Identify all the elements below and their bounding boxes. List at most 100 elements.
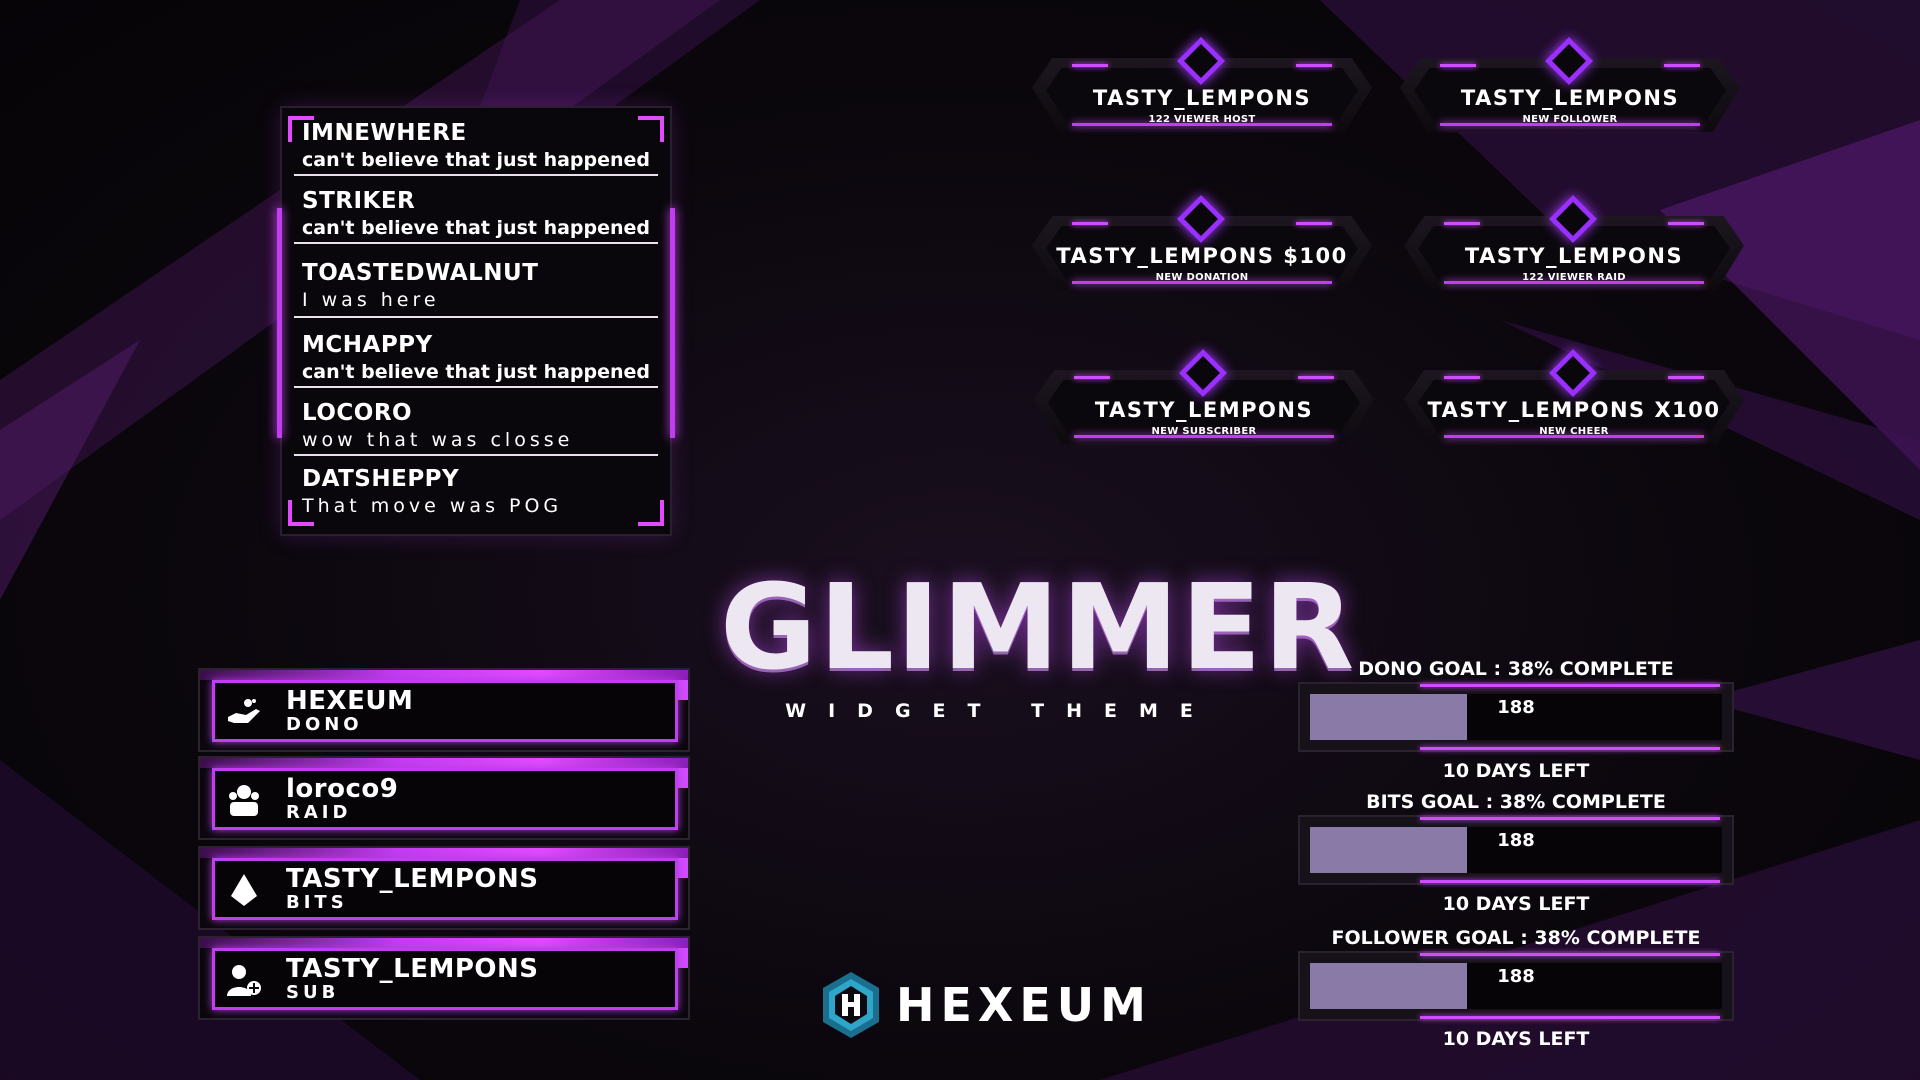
alert-subtitle: 122 VIEWER RAID bbox=[1522, 272, 1626, 283]
event-stripe bbox=[200, 758, 688, 768]
goal-track bbox=[1310, 963, 1722, 1009]
event-row-dono: HEXEUM DONO bbox=[200, 670, 688, 750]
event-name: TASTY_LEMPONS bbox=[286, 864, 539, 894]
event-stripe bbox=[200, 670, 688, 680]
alert-subscriber: TASTY_LEMPONS NEW SUBSCRIBER bbox=[1034, 348, 1374, 444]
event-type: SUB bbox=[286, 982, 340, 1003]
alert-glow bbox=[1444, 376, 1480, 379]
chat-text: That move was POG bbox=[302, 495, 563, 517]
alert-glow bbox=[1444, 222, 1480, 225]
alert-glow bbox=[1074, 435, 1334, 438]
goal-label-follower: FOLLOWER GOAL : 38% COMPLETE bbox=[1331, 927, 1701, 949]
goal-bar-dono: 188 bbox=[1300, 684, 1732, 750]
goal-glow bbox=[1420, 747, 1720, 750]
alert-glow bbox=[1072, 64, 1108, 67]
goal-track bbox=[1310, 694, 1722, 740]
event-stripe bbox=[676, 680, 688, 700]
alert-subtitle: NEW CHEER bbox=[1539, 426, 1609, 437]
goal-glow bbox=[1420, 817, 1720, 820]
alert-glow bbox=[1664, 64, 1700, 67]
event-stripe bbox=[200, 938, 688, 948]
alert-title: TASTY_LEMPONS bbox=[1092, 86, 1312, 110]
alert-title: TASTY_LEMPONS $100 bbox=[1056, 244, 1348, 268]
chat-text: can't believe that just happened bbox=[302, 361, 651, 383]
alert-title: TASTY_LEMPONS bbox=[1460, 86, 1680, 110]
theme-subtitle: WIDGET THEME bbox=[785, 700, 1215, 722]
chat-side-glow bbox=[670, 208, 675, 438]
chat-side-glow bbox=[277, 208, 282, 438]
chat-message: IMNEWHERE can't believe that just happen… bbox=[294, 118, 658, 176]
chat-username: LOCORO bbox=[302, 400, 413, 426]
chat-username: STRIKER bbox=[302, 188, 416, 214]
bits-gem-icon bbox=[224, 870, 264, 910]
goal-label-bits: BITS GOAL : 38% COMPLETE bbox=[1366, 791, 1666, 813]
event-row-bits: TASTY_LEMPONS BITS bbox=[200, 848, 688, 928]
alert-follower: TASTY_LEMPONS NEW FOLLOWER bbox=[1400, 36, 1740, 132]
alert-glow bbox=[1072, 222, 1108, 225]
goal-footer-bits: 10 DAYS LEFT bbox=[1442, 893, 1590, 915]
subscriber-add-icon bbox=[224, 960, 264, 1000]
event-box bbox=[212, 858, 678, 920]
chat-text: can't believe that just happened bbox=[302, 149, 651, 171]
goal-value: 188 bbox=[1497, 697, 1535, 718]
chat-username: IMNEWHERE bbox=[302, 120, 467, 146]
alert-subtitle: NEW FOLLOWER bbox=[1522, 114, 1618, 125]
goal-glow bbox=[1420, 1016, 1720, 1019]
alert-raid: TASTY_LEMPONS 122 VIEWER RAID bbox=[1404, 194, 1744, 290]
alert-donation: TASTY_LEMPONS $100 NEW DONATION bbox=[1032, 194, 1372, 290]
alert-title: TASTY_LEMPONS bbox=[1094, 398, 1314, 422]
alert-glow bbox=[1298, 376, 1334, 379]
corner-bracket bbox=[288, 116, 314, 142]
corner-bracket bbox=[638, 116, 664, 142]
event-name: HEXEUM bbox=[286, 686, 414, 716]
event-box bbox=[212, 948, 678, 1010]
raid-group-icon bbox=[224, 780, 264, 820]
alert-glow bbox=[1296, 64, 1332, 67]
chat-message: STRIKER can't believe that just happened bbox=[294, 186, 658, 244]
goal-label-dono: DONO GOAL : 38% COMPLETE bbox=[1358, 658, 1674, 680]
alert-glow bbox=[1296, 222, 1332, 225]
chat-message: LOCORO wow that was closse bbox=[294, 398, 658, 456]
theme-title: GLIMMER bbox=[720, 558, 1357, 696]
brand-logo: HEXEUM bbox=[820, 970, 1152, 1040]
event-stripe bbox=[676, 858, 688, 878]
hexagon-logo-icon bbox=[823, 972, 879, 1038]
goal-fill bbox=[1310, 827, 1467, 873]
event-name: loroco9 bbox=[286, 774, 399, 804]
event-box bbox=[212, 680, 678, 742]
chat-text: I was here bbox=[302, 289, 440, 311]
alert-title: TASTY_LEMPONS bbox=[1464, 244, 1684, 268]
chat-message: DATSHEPPY That move was POG bbox=[294, 464, 658, 520]
chat-username: MCHAPPY bbox=[302, 332, 433, 358]
alert-glow bbox=[1444, 281, 1704, 284]
goal-fill bbox=[1310, 694, 1467, 740]
event-stripe bbox=[200, 848, 688, 858]
goal-glow bbox=[1420, 953, 1720, 956]
alert-title: TASTY_LEMPONS X100 bbox=[1427, 398, 1721, 422]
chat-username: TOASTEDWALNUT bbox=[302, 260, 539, 286]
event-row-sub: TASTY_LEMPONS SUB bbox=[200, 938, 688, 1018]
chat-message: MCHAPPY can't believe that just happened bbox=[294, 330, 658, 388]
goal-value: 188 bbox=[1497, 966, 1535, 987]
event-type: DONO bbox=[286, 714, 363, 735]
goal-footer-follower: 10 DAYS LEFT bbox=[1442, 1028, 1590, 1050]
alert-glow bbox=[1444, 435, 1704, 438]
goal-glow bbox=[1420, 880, 1720, 883]
alert-glow bbox=[1072, 123, 1332, 126]
event-name: TASTY_LEMPONS bbox=[286, 954, 539, 984]
donation-hand-icon bbox=[224, 692, 264, 732]
event-type: RAID bbox=[286, 802, 352, 823]
event-stripe bbox=[676, 768, 688, 788]
alert-glow bbox=[1440, 123, 1700, 126]
corner-bracket bbox=[288, 500, 314, 526]
chat-text: wow that was closse bbox=[302, 429, 574, 451]
alert-glow bbox=[1072, 281, 1332, 284]
chat-message: TOASTEDWALNUT I was here bbox=[294, 258, 658, 318]
alert-cheer: TASTY_LEMPONS X100 NEW CHEER bbox=[1404, 348, 1744, 444]
corner-bracket bbox=[638, 500, 664, 526]
alert-subtitle: NEW SUBSCRIBER bbox=[1151, 426, 1257, 437]
alert-subtitle: NEW DONATION bbox=[1155, 272, 1249, 283]
goal-footer-dono: 10 DAYS LEFT bbox=[1442, 760, 1590, 782]
event-type: BITS bbox=[286, 892, 348, 913]
goal-fill bbox=[1310, 963, 1467, 1009]
